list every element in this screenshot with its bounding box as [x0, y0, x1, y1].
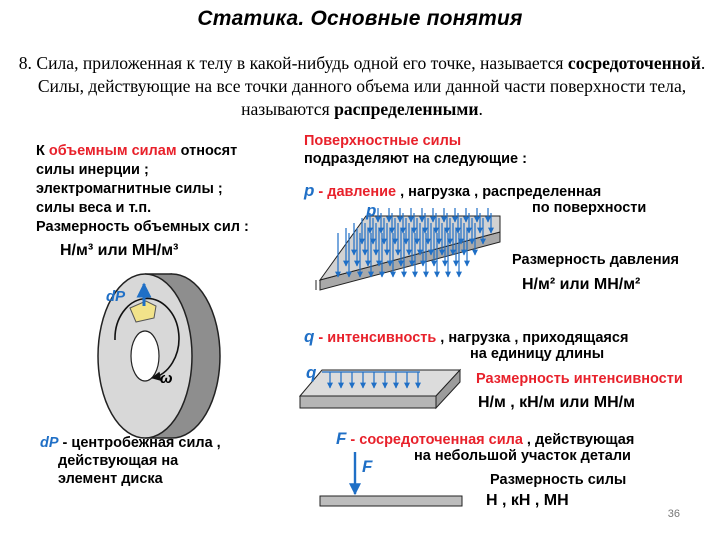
pressure-definition: p - давление , нагрузка , распределенная: [304, 181, 602, 200]
intensity-plate-label: q: [306, 363, 317, 382]
volume-forces-dimension-label: Размерность объемных сил :: [36, 219, 249, 235]
intensity-definition: q - интенсивность , нагрузка , приходяща…: [304, 327, 629, 346]
centrifugal-caption-3: элемент диска: [58, 471, 163, 487]
force-dimension-label: Размерность силы: [490, 472, 627, 488]
force-beam: [319, 452, 463, 507]
force-definition: F - сосредоточенная сила , действующая: [336, 429, 635, 448]
intensity-dimension-label: Размерность интенсивности: [476, 371, 683, 387]
pressure-plate: [315, 208, 501, 291]
intensity-arrows: [327, 372, 421, 389]
disk-force-label: dP: [106, 288, 126, 305]
volume-forces-line1: К объемным силам относят: [36, 143, 238, 159]
intro-bold-distributed: распределенными: [334, 99, 479, 119]
centrifugal-caption-1: dP - центробежная сила ,: [40, 435, 221, 451]
intro-paragraph: 8. Сила, приложенная к телу в какой-нибу…: [14, 52, 710, 121]
centrifugal-caption-2: действующая на: [58, 453, 179, 469]
surface-forces-heading: Поверхностные силы: [304, 133, 462, 149]
pressure-dimension-label: Размерность давления: [512, 252, 679, 268]
intro-text-3: .: [478, 99, 483, 119]
intro-text-2: . Силы, действующие на все точки данного…: [37, 53, 706, 119]
page-number: 36: [667, 508, 680, 520]
pressure-plate-label: p: [366, 201, 377, 220]
force-arrow-label: F: [362, 457, 373, 476]
slide-title: Статика. Основные понятия: [197, 7, 523, 30]
pressure-units: Н/м² или МН/м²: [522, 276, 641, 293]
force-definition-2: на небольшой участок детали: [414, 448, 631, 464]
force-units: Н , кН , МН: [486, 492, 569, 509]
intro-text-1: 8. Сила, приложенная к телу в какой-нибу…: [18, 53, 568, 73]
intensity-units: Н/м , кН/м или МН/м: [478, 394, 635, 411]
intensity-plate: [298, 368, 462, 410]
volume-forces-line2: силы инерции ;: [36, 162, 149, 178]
volume-forces-units: Н/м³ или МН/м³: [60, 242, 179, 259]
pressure-definition-2: по поверхности: [532, 200, 647, 216]
intro-bold-concentrated: сосредоточенной: [567, 53, 701, 73]
surface-forces-subheading: подразделяют на следующие :: [304, 151, 527, 167]
pressure-arrows: [335, 208, 494, 278]
omega-label: ω: [160, 370, 173, 387]
volume-forces-line3: электромагнитные силы ;: [36, 181, 223, 197]
volume-forces-line4: силы веса и т.п.: [36, 200, 152, 216]
intensity-definition-2: на единицу длины: [470, 346, 605, 362]
rotating-disk: [97, 273, 221, 439]
